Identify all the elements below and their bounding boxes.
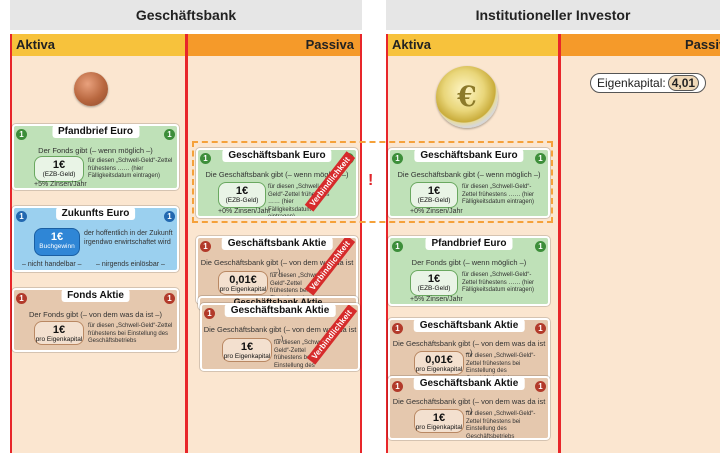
eigenkapital-badge: Eigenkapital:4,01 (590, 73, 707, 93)
note-face: 1€Buchgewinn (34, 228, 80, 256)
note-number: 1 (200, 153, 211, 164)
note-title: Pfandbrief Euro (51, 126, 140, 138)
note-pfandbrief-euro: 1 1 Pfandbrief Euro Der Fonds gibt (– we… (12, 124, 179, 190)
note-geschaeftsbank-aktie: 1 Geschäftsbank Aktie Die Geschäftsbank … (200, 303, 360, 371)
note-number: 1 (16, 293, 27, 304)
bank-title-geschaeftsbank: Geschäftsbank (10, 0, 362, 30)
eigenkapital-value: 4,01 (667, 75, 700, 91)
note-geschaeftsbank-euro: 1 1 Geschäftsbank Euro Die Geschäftsbank… (388, 148, 550, 218)
note-title: Geschäftsbank Aktie (413, 320, 525, 332)
note-face: 0,01€pro Eigenkapital (414, 351, 464, 375)
note-title: Zukunfts Euro (55, 208, 136, 220)
note-description: für diesen „Schwell-Geld“-Zettel frühest… (462, 272, 535, 293)
note-number: 1 (16, 129, 27, 140)
note-description: für diesen „Schwell-Geld“-Zettel frühest… (274, 340, 327, 369)
note-title: Geschäftsbank Aktie (221, 238, 333, 250)
note-subtitle: Der Fonds gibt (– wenn möglich –) (411, 258, 527, 267)
note-description: für diesen „Schwell-Geld“-Zettel frühest… (88, 158, 173, 179)
note-not-tradable: – nicht handelbar – (22, 261, 82, 268)
note-title: Geschäftsbank Aktie (413, 378, 525, 390)
left-passiva-header: Passiva (188, 34, 362, 56)
highlight-dashed-box (192, 141, 553, 223)
note-description: für diesen „Schwell-Geld“-Zettel frühest… (462, 184, 535, 205)
right-aktiva-header: Aktiva (386, 34, 558, 56)
divider-line (558, 34, 561, 453)
note-number: 1 (164, 211, 175, 222)
note-number: 1 (535, 241, 546, 252)
note-title: Pfandbrief Euro (425, 238, 513, 250)
note-zukunfts-euro: 1 1 Zukunfts Euro 1€Buchgewinn der hoffe… (12, 206, 179, 272)
note-interest: +5% Zinsen/Jahr (34, 181, 87, 188)
note-interest: +0% Zinsen/Jahr (218, 208, 271, 215)
note-number: 1 (16, 211, 27, 222)
note-description: für diesen „Schwell-Geld“-Zettel frühest… (268, 184, 330, 218)
note-geschaeftsbank-aktie: 1 1 Geschäftsbank Aktie Die Geschäftsban… (388, 376, 550, 440)
note-subtitle: Die Geschäftsbank gibt (– wenn möglich –… (397, 170, 541, 179)
note-face: 1€(EZB-Geld) (410, 182, 458, 208)
note-not-redeemable: – nirgends einlösbar – (96, 261, 165, 268)
note-number: 1 (535, 323, 546, 334)
note-number: 1 (392, 323, 403, 334)
note-description: für diesen „Schwell-Geld“-Zettel frühest… (466, 411, 536, 440)
right-passiva-header: Passiva (561, 34, 720, 56)
note-geschaeftsbank-aktie: 1 Geschäftsbank Aktie Die Geschäftsbank … (196, 236, 358, 304)
note-interest: +0% Zinsen/Jahr (410, 208, 463, 215)
eigenkapital-label: Eigenkapital: (597, 76, 666, 90)
note-number: 1 (204, 308, 215, 319)
note-number: 1 (535, 381, 546, 392)
note-subtitle: Die Geschäftsbank gibt (– von dem was da… (392, 339, 546, 357)
note-geschaeftsbank-euro: 1 1 Geschäftsbank Euro Die Geschäftsbank… (196, 148, 358, 218)
note-subtitle: Die Geschäftsbank gibt (– wenn möglich –… (205, 170, 349, 179)
note-title: Geschäftsbank Euro (222, 150, 332, 162)
note-pfandbrief-euro: 1 1 Pfandbrief Euro Der Fonds gibt (– we… (388, 236, 550, 306)
note-subtitle: Die Geschäftsbank gibt (– von dem was da… (200, 258, 354, 276)
note-title: Geschäftsbank Euro (414, 150, 524, 162)
note-geschaeftsbank-aktie: 1 1 Geschäftsbank Aktie Die Geschäftsban… (388, 318, 550, 380)
warning-mark: ! (368, 172, 374, 189)
bank-title-investor: Institutioneller Investor (386, 0, 720, 30)
divider-line (10, 34, 12, 453)
note-number: 1 (392, 241, 403, 252)
note-face: 1€pro Eigenkapital (34, 321, 84, 345)
note-title: Fonds Aktie (61, 290, 130, 302)
note-face: 0,01€pro Eigenkapital (218, 271, 268, 295)
divider-line (386, 34, 388, 453)
note-description: der hoffentlich in der Zukunft irgendwo … (84, 230, 173, 246)
note-face: 1€(EZB-Geld) (410, 270, 458, 296)
note-number: 1 (200, 241, 211, 252)
note-face: 1€(EZB-Geld) (34, 156, 84, 182)
divider-line (185, 34, 188, 453)
note-number: 1 (392, 381, 403, 392)
note-subtitle: Die Geschäftsbank gibt (– von dem was da… (392, 397, 546, 415)
note-number: 1 (535, 153, 546, 164)
cent-coin-icon (74, 72, 108, 106)
note-number: 1 (164, 293, 175, 304)
note-face: 1€pro Eigenkapital (414, 409, 464, 433)
note-fonds-aktie: 1 1 Fonds Aktie Der Fonds gibt (– von de… (12, 288, 179, 352)
note-number: 1 (164, 129, 175, 140)
note-interest: +5% Zinsen/Jahr (410, 296, 463, 303)
note-subtitle: Die Geschäftsbank gibt (– von dem was da… (203, 325, 357, 343)
note-title: Geschäftsbank Aktie (233, 297, 323, 307)
left-aktiva-header: Aktiva (10, 34, 185, 56)
note-title: Geschäftsbank Aktie (224, 305, 336, 317)
note-face: 1€(EZB-Geld) (218, 182, 266, 208)
note-description: für diesen „Schwell-Geld“-Zettel frühest… (88, 323, 173, 344)
note-subtitle: Der Fonds gibt (– von dem was da ist –) (29, 310, 162, 319)
note-subtitle: Der Fonds gibt (– wenn möglich –) (38, 146, 153, 155)
euro-coin-icon: € (436, 66, 498, 128)
note-number: 1 (392, 153, 403, 164)
note-face: 1€pro Eigenkapital (222, 338, 272, 362)
divider-line (360, 34, 362, 453)
